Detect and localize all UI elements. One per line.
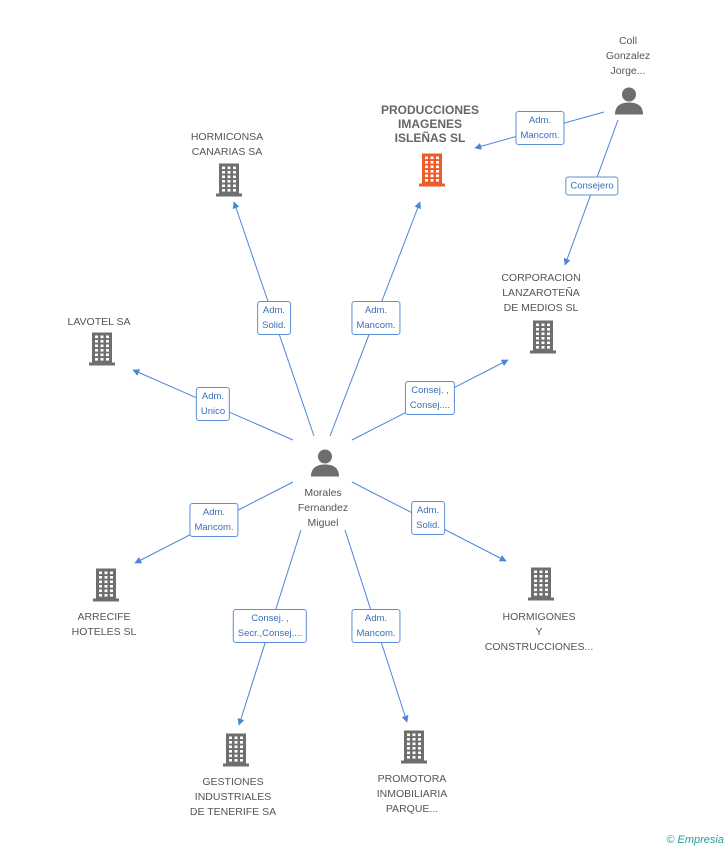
edge-label-line: Adm.	[262, 305, 286, 316]
node-label-line: PARQUE...	[385, 803, 439, 815]
edge-label-line: Mancom.	[356, 320, 396, 331]
node-label-line: Fernandez	[297, 502, 349, 514]
brand-name: Empresia	[677, 834, 724, 846]
building-icon[interactable]	[216, 163, 242, 202]
node-label-line: CORPORACION	[501, 272, 581, 284]
edge-label-line: Adm.	[201, 391, 225, 402]
building-icon[interactable]	[530, 320, 556, 359]
node-label-line: LAVOTEL SA	[67, 316, 131, 328]
node-label-line: IMAGENES	[397, 117, 463, 131]
edge-label[interactable]: Adm. Solid.	[411, 501, 445, 535]
edge-label-line: Adm.	[364, 613, 388, 624]
node-label-gestiones[interactable]: GESTIONES INDUSTRIALES DE TENERIFE SA	[190, 775, 276, 820]
building-icon[interactable]	[401, 730, 427, 769]
edge-label[interactable]: Adm. Mancom.	[351, 301, 401, 335]
edge-label-line: Unico	[200, 406, 226, 417]
node-label-line: HORMICONSA	[190, 131, 264, 143]
node-label-line: GESTIONES	[202, 776, 264, 788]
person-icon[interactable]	[310, 448, 340, 483]
node-label-hormigones[interactable]: HORMIGONES Y CONSTRUCCIONES...	[485, 610, 594, 655]
edge-label[interactable]: Consejero	[565, 176, 619, 196]
edge-label[interactable]: Consej. , Secr.,Consej....	[232, 609, 308, 643]
edge-label-line: Solid.	[262, 320, 286, 331]
building-icon[interactable]	[89, 332, 115, 371]
edge-label-line: Mancom.	[356, 628, 396, 639]
node-label-promotora[interactable]: PROMOTORA INMOBILIARIA PARQUE...	[377, 772, 448, 817]
edge-label-line: Mancom.	[520, 130, 560, 141]
node-label-line: PROMOTORA	[377, 773, 447, 785]
edge-label-line: Consej. ,	[411, 385, 449, 396]
node-label-line: DE MEDIOS SL	[503, 302, 579, 314]
node-label-line: Morales	[304, 487, 342, 499]
node-label-line: Miguel	[307, 517, 339, 529]
node-label-corporacion[interactable]: CORPORACION LANZAROTEÑA DE MEDIOS SL	[501, 271, 580, 316]
node-label-line: PRODUCCIONES	[380, 103, 480, 117]
edge-label-line: Adm.	[528, 115, 552, 126]
node-label-line: ISLEÑAS SL	[394, 131, 466, 145]
edge-label-line: Adm.	[416, 505, 440, 516]
person-icon[interactable]	[614, 86, 644, 121]
node-label-hormiconsa[interactable]: HORMICONSA CANARIAS SA	[191, 130, 263, 160]
edge-label-line: Consejero	[570, 180, 614, 192]
node-label-line: DE TENERIFE SA	[189, 806, 277, 818]
node-label-line: CANARIAS SA	[191, 146, 263, 158]
node-label-arrecife[interactable]: ARRECIFE HOTELES SL	[72, 610, 137, 640]
edge-label-line: Mancom.	[194, 522, 234, 533]
node-label-line: Y	[535, 626, 543, 638]
node-label-line: ARRECIFE	[77, 611, 131, 623]
node-label-line: INMOBILIARIA	[376, 788, 448, 800]
node-label-line: LANZAROTEÑA	[502, 287, 580, 299]
edge-label-line: Adm.	[202, 507, 226, 518]
edge-label-line: Consej. ,	[251, 613, 289, 624]
edge-label-line: Secr.,Consej....	[237, 628, 303, 639]
edge-label[interactable]: Adm. Mancom.	[351, 609, 401, 643]
building-icon[interactable]	[223, 733, 249, 772]
building-icon[interactable]	[528, 567, 554, 606]
edge-label-line: Adm.	[364, 305, 388, 316]
edge-label-line: Consej....	[409, 400, 451, 411]
footer-brand: © Empresia	[666, 834, 724, 846]
node-label-line: CONSTRUCCIONES...	[484, 641, 594, 653]
edge-label[interactable]: Adm. Mancom.	[189, 503, 239, 537]
copyright-symbol: ©	[666, 834, 675, 846]
node-label-line: Coll	[618, 35, 638, 47]
building-icon[interactable]	[419, 153, 445, 192]
node-label-line: INDUSTRIALES	[194, 791, 272, 803]
node-label-line: Gonzalez	[605, 50, 651, 62]
node-label-line: HOTELES SL	[71, 626, 137, 638]
building-icon[interactable]	[93, 568, 119, 607]
edge-label-line: Solid.	[416, 520, 440, 531]
edge-label[interactable]: Adm. Solid.	[257, 301, 291, 335]
edge-label[interactable]: Consej. , Consej....	[404, 381, 456, 415]
node-label-line: Jorge...	[610, 65, 646, 77]
edge-label[interactable]: Adm. Mancom.	[515, 111, 565, 145]
edge-label[interactable]: Adm. Unico	[195, 387, 231, 421]
node-label-lavotel[interactable]: LAVOTEL SA	[67, 315, 130, 330]
node-label-line: HORMIGONES	[502, 611, 576, 623]
